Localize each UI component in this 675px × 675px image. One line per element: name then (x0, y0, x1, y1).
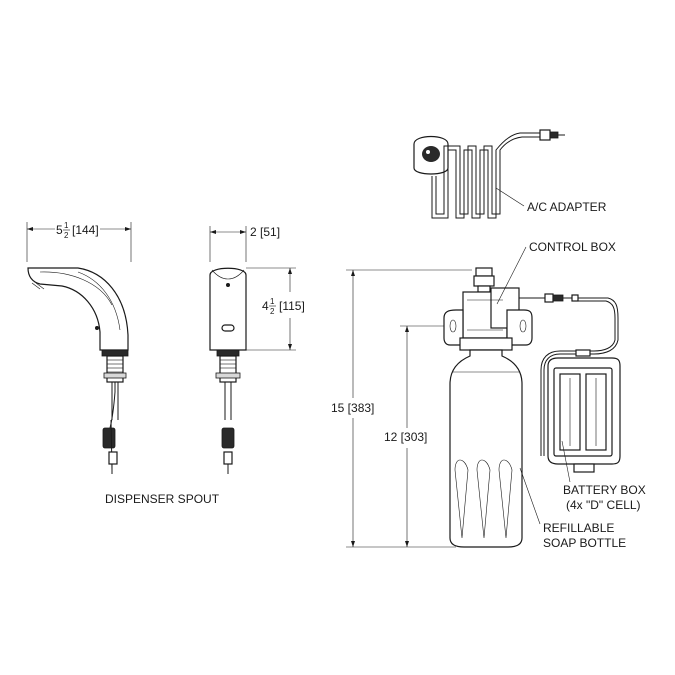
spout-height-metric: [115] (279, 299, 305, 313)
spout-height-num: 1 (270, 297, 275, 306)
spout-width-num: 1 (64, 221, 69, 230)
overall-dimensions: 15 [383] 12 [303] (331, 269, 472, 548)
soap-bottle (449, 349, 541, 548)
spout-width-den: 2 (64, 231, 69, 240)
soap-bottle-label-line1: REFILLABLE (543, 521, 614, 535)
soap-bottle-label-line2: SOAP BOTTLE (543, 536, 626, 550)
dispenser-spout-label: DISPENSER SPOUT (105, 492, 220, 506)
spout-height-whole: 4 (262, 299, 269, 313)
spout-side-view: 5 1 2 [144] (26, 221, 132, 474)
spout-depth-label: 2 [51] (250, 225, 280, 239)
spout-width-whole: 5 (56, 223, 63, 237)
overall-height-label: 15 [383] (331, 401, 374, 415)
battery-box-label-line2: (4x "D" CELL) (566, 498, 641, 512)
battery-box (547, 349, 621, 483)
control-box-label: CONTROL BOX (529, 240, 616, 254)
bottle-height-label: 12 [303] (384, 430, 427, 444)
control-box (443, 246, 619, 456)
spout-width-metric: [144] (72, 223, 99, 237)
battery-box-label-line1: BATTERY BOX (563, 483, 646, 497)
spout-height-den: 2 (270, 307, 275, 316)
spout-front-view: 2 [51] 4 1 2 [115] (209, 225, 305, 474)
ac-adapter (413, 129, 565, 219)
ac-adapter-label: A/C ADAPTER (527, 200, 607, 214)
